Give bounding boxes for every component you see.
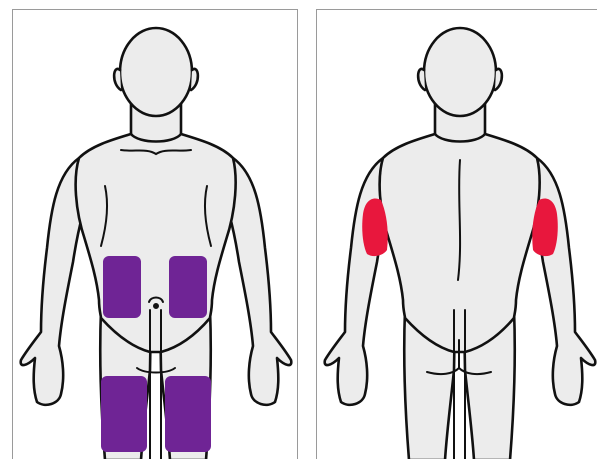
front-body-outline [21,28,292,459]
injection-site-abdomen-left [103,256,141,318]
front-body-figure [13,10,298,459]
front-view-panel [12,9,298,459]
back-view-panel [316,9,597,459]
injection-site-abdomen-right [169,256,207,318]
injection-site-thigh-right [165,376,211,452]
back-body-figure [317,10,597,459]
injection-site-thigh-left [101,376,147,452]
